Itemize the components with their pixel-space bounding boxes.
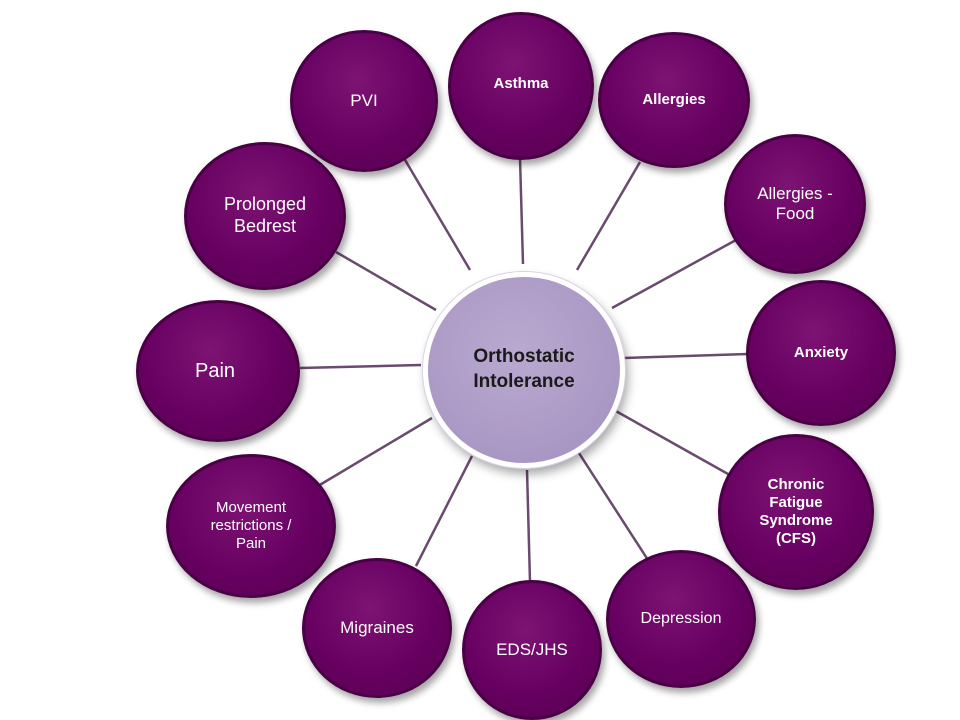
connector-depression xyxy=(575,449,650,561)
node-eds-jhs: EDS/JHS xyxy=(462,580,602,720)
node-allergies-food: Allergies -Food xyxy=(724,134,866,274)
node-pvi: PVI xyxy=(290,30,438,172)
node-label: Allergies -Food xyxy=(757,183,833,223)
connector-eds-jhs xyxy=(525,469,532,583)
connector-movement xyxy=(317,416,433,488)
node-depression: Depression xyxy=(606,550,756,688)
node-migraines: Migraines xyxy=(302,558,452,698)
connector-asthma xyxy=(518,157,525,265)
connector-allergies-food xyxy=(611,238,737,310)
connector-anxiety xyxy=(623,352,749,360)
connector-allergies xyxy=(575,161,642,271)
connector-migraines xyxy=(414,455,474,567)
node-label: Depression xyxy=(640,610,722,628)
node-label: Pain xyxy=(195,360,236,382)
node-label: Allergies xyxy=(642,91,706,108)
node-label: Anxiety xyxy=(793,344,849,361)
node-label: PVI xyxy=(350,90,378,110)
connector-bedrest xyxy=(335,250,437,312)
connector-pvi xyxy=(396,147,472,271)
node-asthma: Asthma xyxy=(448,12,594,160)
node-pain: Pain xyxy=(136,300,300,442)
node-label: Migraines xyxy=(340,617,414,637)
node-label: EDS/JHS xyxy=(496,639,568,659)
connector-pain xyxy=(299,363,422,370)
connector-cfs xyxy=(613,408,729,476)
node-allergies: Allergies xyxy=(598,32,750,168)
node-label: Asthma xyxy=(493,75,549,92)
node-anxiety: Anxiety xyxy=(746,280,896,426)
